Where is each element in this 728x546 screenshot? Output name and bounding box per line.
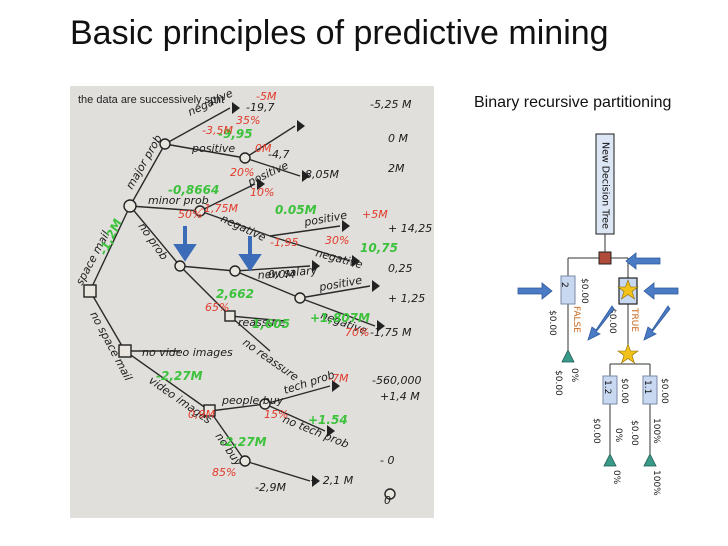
money-1-2: $0.00 [591, 418, 601, 444]
true-label: TRUE [629, 307, 639, 332]
label-people-buy: people buy [221, 394, 284, 407]
pct-70: 70% [345, 326, 369, 339]
value-0-b: 0 [384, 494, 391, 507]
pct-1-2: 0% [613, 428, 623, 443]
root-decision-node[interactable] [598, 251, 612, 265]
arrow-left-icon [625, 252, 661, 270]
money-true: $0.00 [607, 308, 617, 334]
value-2-662: 2,662 [216, 287, 254, 301]
leaf-1-1 [643, 453, 657, 467]
money-1-1-node: $0.00 [659, 378, 669, 404]
value-1-605: 1,605 [252, 317, 290, 331]
value-1-54: +1.54 [308, 413, 348, 427]
pct-30: 30% [325, 234, 349, 247]
value-1-95: -1,95 [270, 236, 298, 249]
node-1-2-label: 1.2 [602, 380, 612, 394]
star-icon [617, 279, 639, 300]
value-0-0m: 0,0M [268, 268, 295, 281]
value-0m-b: 0 M [388, 132, 408, 145]
arrow-down-left-icon-2 [643, 305, 671, 341]
tree-subtitle: Binary recursive partitioning [474, 94, 672, 111]
handwritten-tree-photo: the data are successively split [70, 86, 434, 518]
value-2-9m: -2,9M [255, 481, 286, 494]
pct-10: 10% [250, 186, 274, 199]
arrow-right-icon [517, 282, 553, 300]
node-1-2[interactable] [602, 375, 618, 405]
pct-35: 35% [236, 114, 260, 127]
pct-1-1: 100% [651, 418, 661, 444]
value-0-8664: -0,8664 [168, 183, 219, 197]
value-5-25m: -5,25 M [370, 98, 412, 111]
pct-85: 85% [212, 466, 236, 479]
money-1-2-node: $0.00 [619, 378, 629, 404]
slide-title: Basic principles of predictive mining [70, 14, 609, 52]
pct-leaf-1-2: 0% [611, 470, 621, 485]
value-2-27m: -2,27M [156, 369, 203, 383]
money-1-1: $0.00 [629, 420, 639, 446]
value-1-807m: +1,807M [310, 311, 370, 325]
value-5m: -5M [256, 90, 277, 103]
value-0-25: 0,25 [388, 262, 413, 275]
node-2-label: 2 [559, 282, 569, 288]
value-19-7: -19,7 [246, 101, 274, 114]
label-minor-prob: minor prob [148, 194, 209, 207]
value-0-a: - 0 [380, 454, 394, 467]
label-no-video-images: no video images [142, 346, 233, 359]
value-8-05m: 8,05M [305, 168, 339, 181]
value-1-75m-b: -1,75 M [370, 326, 412, 339]
value-560: -560,000 [372, 374, 421, 387]
arrow-left-icon-2 [643, 282, 679, 300]
node-1-1[interactable] [642, 375, 658, 405]
value-1-4m: +1,4 M [380, 390, 420, 403]
false-label: FALSE [571, 306, 581, 333]
handwritten-tree-drawing: space mail no space mail major prob mino… [70, 86, 434, 518]
value-5m-b: +5M [362, 208, 388, 221]
star-icon-2 [617, 343, 639, 364]
pct-false-leaf: 0% [569, 368, 579, 383]
money-false-leaf: $0.00 [553, 370, 563, 396]
value-4-7: -4,7 [268, 148, 289, 161]
money-root-false: $0.00 [579, 278, 589, 304]
value-2-1m: + 2,1 M [310, 474, 354, 487]
value-9-95: -9,95 [218, 127, 253, 141]
value-3-5m: -3,5M [202, 124, 233, 137]
value-10-75: 10,75 [360, 241, 398, 255]
leaf-1-2 [603, 453, 617, 467]
money-false: $0.00 [547, 310, 557, 336]
label-new-salary: new salary [257, 264, 318, 282]
value-14-25: + 14,25 [388, 222, 432, 235]
node-2[interactable] [560, 275, 576, 305]
arrow-down-left-icon [587, 305, 615, 341]
pct-leaf-1-1: 100% [651, 470, 661, 496]
value-7m: -7M [328, 372, 349, 385]
value-2m: 2M [388, 162, 405, 175]
binary-partition-tree: New Decision Tree 2 1.2 1.1 $0.00 $0.00 … [517, 133, 679, 496]
root-label: New Decision Tree [600, 142, 611, 229]
value-1-75m: -1,75M [200, 202, 238, 215]
pct-50: 50% [178, 208, 202, 221]
node-1-1-label: 1.1 [642, 380, 652, 394]
photo-caption: the data are successively split [78, 94, 225, 106]
pct-20: 20% [230, 166, 254, 179]
pct-65: 65% [205, 301, 229, 314]
leaf-false [561, 349, 575, 363]
value-0m-a: 0M [255, 142, 272, 155]
value-2-27m-b: -2,27M [220, 435, 267, 449]
value-0-9m: 0,9M [188, 408, 215, 421]
label-reassure: reassure [238, 316, 286, 329]
value-0-05m: 0.05M [275, 203, 317, 217]
value-1-25: + 1,25 [388, 292, 425, 305]
label-positive-1: positive [191, 142, 235, 155]
pct-15: 15% [264, 408, 288, 421]
